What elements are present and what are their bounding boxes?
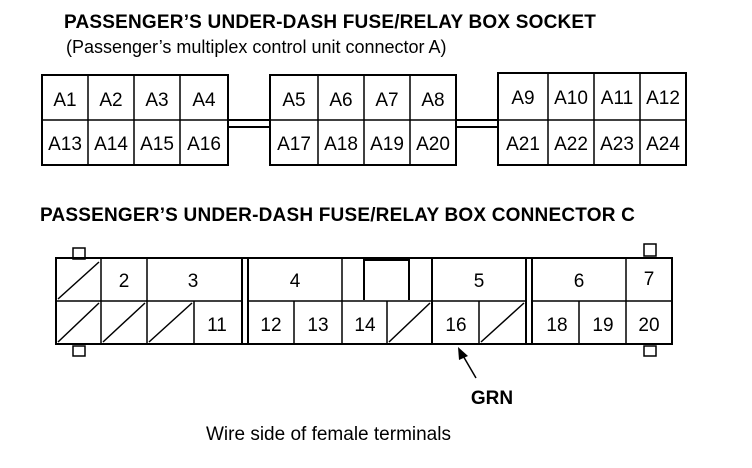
cavity-label: 7 [644,269,655,290]
cavity-label: 12 [260,315,281,336]
socket-pin-label: A4 [192,90,216,111]
cavity-label: 14 [354,315,376,336]
mounting-tab [643,345,657,357]
socket-pin-label: A17 [277,134,311,155]
socket-pin-label: A9 [511,88,534,109]
socket-pin-label: A11 [601,88,633,109]
wire-color-callout: GRN [471,388,513,409]
unused-cavity-mark [388,302,431,343]
socket-pin-label: A13 [48,134,82,155]
unused-cavity-mark [148,302,193,343]
socket-pin-label: A10 [554,88,588,109]
cavity-label: 6 [574,271,585,292]
connector-c-title: PASSENGER’S UNDER-DASH FUSE/RELAY BOX CO… [40,205,636,226]
socket-pin-label: A16 [187,134,221,155]
socket-pin-label: A1 [53,90,76,111]
socket-pin-label: A21 [506,134,540,155]
socket-group-2 [269,74,457,166]
socket-pin-label: A6 [329,90,352,111]
socket-pin-label: A14 [94,134,128,155]
socket-pin-label: A19 [370,134,404,155]
cavity-label: 18 [546,315,567,336]
socket-pin-label: A23 [600,134,634,155]
socket-a: A1 A2 A3 A4 A13 A14 A15 A16 A5 A6 A7 A8 … [41,72,687,166]
socket-pin-label: A3 [145,90,168,111]
cavity-label: 5 [474,271,485,292]
socket-group-3 [497,72,687,166]
socket-subtitle: (Passenger’s multiplex control unit conn… [66,37,447,57]
unused-cavity-mark [102,302,146,343]
socket-pin-label: A5 [282,90,305,111]
socket-pin-label: A8 [421,90,444,111]
socket-pin-label: A7 [375,90,398,111]
unused-cavity-mark [57,261,100,300]
socket-pin-label: A18 [324,134,358,155]
connector-c: 2 3 4 5 6 7 11 12 13 14 16 18 19 20 GRN [55,243,673,409]
unused-cavity-mark [480,302,525,343]
cavity-label: 16 [445,315,466,336]
socket-pin-label: A15 [140,134,174,155]
socket-pin-label: A20 [416,134,450,155]
cavity-label: 4 [290,271,301,292]
cavity-label: 2 [119,271,130,292]
socket-title: PASSENGER’S UNDER-DASH FUSE/RELAY BOX SO… [64,12,597,33]
socket-pin-label: A2 [99,90,122,111]
cavity-label: 11 [207,315,227,336]
socket-group-1 [41,74,229,166]
cavity-label: 13 [307,315,328,336]
socket-pin-label: A22 [554,134,588,155]
arrowhead-icon [458,347,468,360]
mounting-tab [72,345,86,357]
cavity-label: 20 [638,315,659,336]
cavity-label: 19 [592,315,613,336]
callout-arrow [461,353,477,379]
unused-cavity-mark [57,302,100,343]
socket-pin-label: A12 [646,88,680,109]
mounting-tab [643,243,657,257]
socket-pin-label: A24 [646,134,680,155]
connector-key [363,259,410,300]
cavity-label: 3 [188,271,199,292]
diagram-caption: Wire side of female terminals [206,424,451,445]
